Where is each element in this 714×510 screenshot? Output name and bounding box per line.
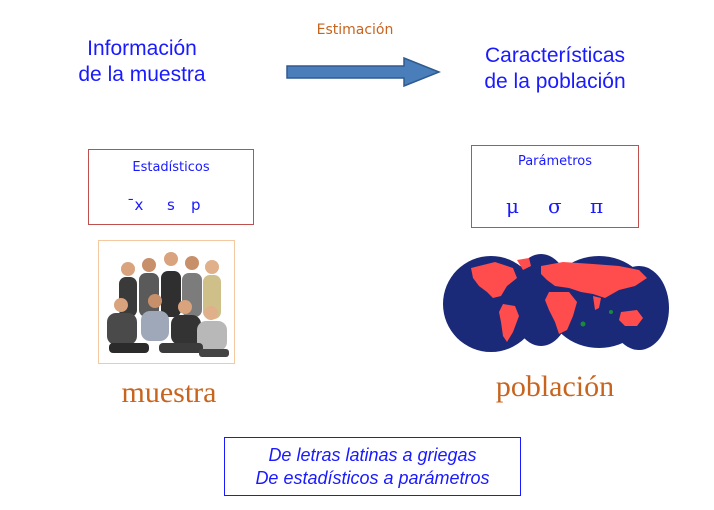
right-arrow-icon [286,56,442,88]
statistic-symbol-p: p [191,196,201,214]
population-characteristics-line2: de la población [484,70,626,93]
statistics-box: Estadísticos ¯x s p [88,149,254,225]
statistics-title: Estadísticos [132,160,210,175]
population-characteristics-text: Características de la población [455,43,655,95]
summary-line1: De letras latinas a griegas [268,445,477,465]
parameter-symbol-sigma: σ [548,194,562,218]
parameters-box: Parámetros μ σ π [471,145,639,228]
statistic-symbol-mean: ¯x [127,196,144,214]
population-characteristics-line1: Características [484,44,626,67]
sample-information-text: Información de la muestra [62,36,222,88]
summary-line2: De estadísticos a parámetros [255,468,490,488]
sample-label: muestra [121,376,217,409]
sample-information-line1: Información [87,37,197,60]
world-map-icon [443,254,669,352]
parameters-title: Parámetros [517,154,593,169]
group-people-photo [98,240,235,364]
estimation-label: Estimación [316,22,394,38]
sample-information-line2: de la muestra [78,63,206,86]
group-people-illustration [99,241,234,363]
parameter-symbol-pi: π [590,194,604,218]
statistic-symbol-s: s [167,196,175,214]
parameter-symbol-mu: μ [506,194,519,218]
summary-box: De letras latinas a griegas De estadísti… [224,437,521,496]
population-label: población [495,370,615,403]
